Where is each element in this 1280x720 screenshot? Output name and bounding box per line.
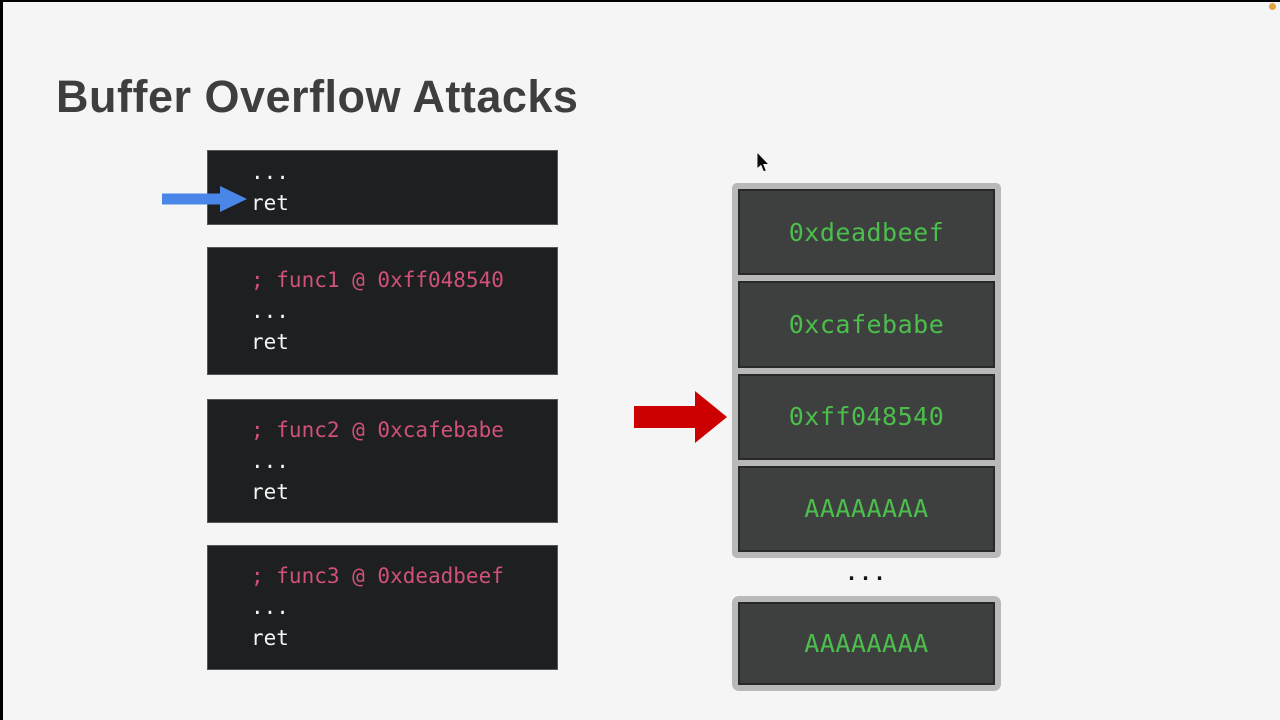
stack-cell-value: 0xff048540 [788,402,945,432]
blue-arrow-icon [162,186,247,212]
stack-cell: 0xdeadbeef [738,189,995,276]
code-line: ... [251,448,289,473]
code-line: ret [251,479,289,504]
stack-cell-value: AAAAAAAA [804,494,929,524]
letterbox-top-edge [0,0,1280,2]
code-comment-line: ; func2 @ 0xcafebabe [251,417,504,442]
code-line: ... [251,159,289,184]
code-block-ret: ... ret [207,150,558,225]
code-line: ... [251,595,289,619]
code-comment-line: ; func1 @ 0xff048540 [251,267,504,292]
stack-cell: AAAAAAAA [738,465,995,552]
stack-cell-value: 0xcafebabe [788,309,945,339]
stack-cell-value: AAAAAAAA [804,629,929,658]
code-comment-line: ; func3 @ 0xdeadbeef [251,564,504,588]
stack-diagram: 0xdeadbeef 0xcafebabe 0xff048540 AAAAAAA… [732,183,1001,558]
stack-cell: 0xcafebabe [738,281,995,368]
code-line: ret [251,190,289,215]
record-dot-icon [1269,3,1276,10]
code-line: ... [251,298,289,323]
stack-cell: AAAAAAAA [738,602,995,685]
code-line: ret [251,329,289,354]
page-title: Buffer Overflow Attacks [56,71,579,122]
letterbox-left-edge [0,0,3,720]
code-block-func3: ; func3 @ 0xdeadbeef ... ret [207,545,558,670]
cursor-icon [757,152,771,173]
code-block-func1: ; func1 @ 0xff048540 ... ret [207,247,558,375]
code-line: ret [251,626,289,650]
code-block-func2: ; func2 @ 0xcafebabe ... ret [207,399,558,523]
stack-bottom-box: AAAAAAAA [732,596,1001,691]
stack-cell: 0xff048540 [738,373,995,460]
red-arrow-icon [634,391,727,443]
stack-ellipsis: ... [845,561,888,585]
stack-cell-value: 0xdeadbeef [788,217,945,247]
